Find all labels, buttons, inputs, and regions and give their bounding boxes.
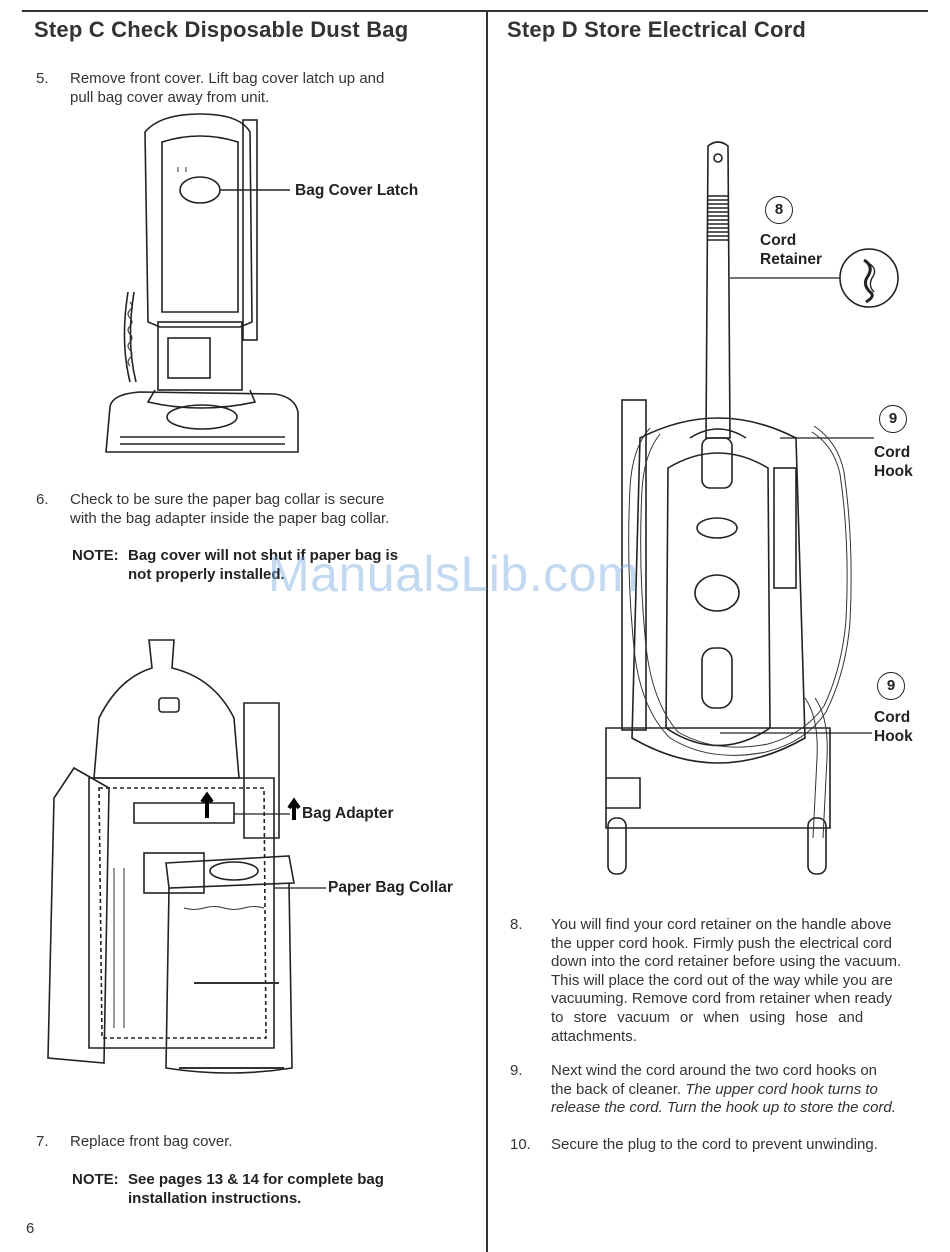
step-8-line: This will place the cord out of the way …	[551, 971, 893, 989]
step-8-line: attachments.	[551, 1027, 637, 1045]
step-9-line3: release the cord. Turn the hook up to st…	[551, 1099, 896, 1117]
step-9-line2: the back of cleaner.	[551, 1080, 682, 1098]
step-9-text: Next wind the cord around the two cord h…	[551, 1062, 931, 1118]
callout-cord-retainer-line2: Retainer	[760, 250, 823, 268]
step-8-line: vacuuming. Remove cord from retainer whe…	[551, 990, 892, 1008]
vacuum-back-illustration	[605, 141, 874, 875]
vacuum-front-illustration	[105, 113, 299, 453]
step-7-line1: Replace front bag cover.	[70, 1133, 233, 1150]
step-8-line: the upper cord hook. Firmly push the ele…	[551, 934, 892, 952]
note-label: NOTE:	[72, 547, 119, 564]
step-8-line: down into the cord retainer before using…	[551, 953, 902, 971]
step-6-line1: Check to be sure the paper bag collar is…	[70, 491, 385, 508]
step-6-number: 6.	[36, 491, 49, 508]
step-8-line: You will find your cord retainer on the …	[551, 916, 892, 933]
step-10-line1: Secure the plug to the cord to prevent u…	[551, 1136, 878, 1153]
callout-lower-cord-hook-line1: Cord	[874, 709, 911, 726]
callout-cord-retainer-line1: Cord	[760, 232, 797, 249]
step-10-number: 10.	[510, 1136, 531, 1153]
step-9-number: 9.	[510, 1062, 523, 1079]
note2-line2: installation instructions.	[128, 1190, 302, 1207]
note2-line1: See pages 13 & 14 for complete bag	[128, 1171, 384, 1188]
step-7-number: 7.	[36, 1133, 49, 1150]
step-d-heading: Step D Store Electrical Cord	[507, 17, 807, 42]
callout-cord-retainer: Cord Retainer	[760, 232, 822, 269]
callout-upper-cord-hook-line2: Hook	[874, 462, 913, 480]
step-8-number: 8.	[510, 916, 523, 933]
step-5-line2: pull bag cover away from unit.	[70, 88, 270, 106]
note-line1: Bag cover will not shut if paper bag is	[128, 547, 399, 564]
marker-9-lower: 9	[877, 672, 905, 700]
note2-label: NOTE:	[72, 1171, 119, 1188]
callout-lower-cord-hook: Cord Hook	[874, 709, 913, 746]
callout-bag-cover-latch: Bag Cover Latch	[295, 182, 419, 199]
step-8-line: to store vacuum or when using hose and	[551, 1008, 864, 1026]
callout-lower-cord-hook-line2: Hook	[874, 727, 913, 745]
step-9-line2-italic: The upper cord hook turns to	[685, 1080, 878, 1098]
step-6-line2: with the bag adapter inside the paper ba…	[70, 509, 390, 527]
callout-bag-adapter: Bag Adapter	[302, 805, 394, 822]
callout-paper-bag-collar: Paper Bag Collar	[328, 879, 453, 896]
step-5-line1: Remove front cover. Lift bag cover latch…	[70, 70, 385, 87]
watermark: ManualsLib.com	[268, 546, 640, 602]
marker-8: 8	[765, 196, 793, 224]
cord-retainer-detail-icon	[839, 248, 899, 308]
bag-installation-illustration	[47, 639, 326, 1074]
step-8-text: You will find your cord retainer on the …	[551, 916, 928, 1046]
column-divider	[486, 10, 488, 1252]
callout-upper-cord-hook-line1: Cord	[874, 444, 911, 461]
page-number: 6	[26, 1220, 35, 1237]
step-9-line1: Next wind the cord around the two cord h…	[551, 1062, 878, 1079]
callout-upper-cord-hook: Cord Hook	[874, 444, 913, 481]
step-5-number: 5.	[36, 70, 49, 87]
note-line2: not properly installed.	[128, 566, 285, 583]
top-rule	[22, 10, 928, 12]
marker-9-upper: 9	[879, 405, 907, 433]
step-c-heading: Step C Check Disposable Dust Bag	[34, 17, 409, 42]
